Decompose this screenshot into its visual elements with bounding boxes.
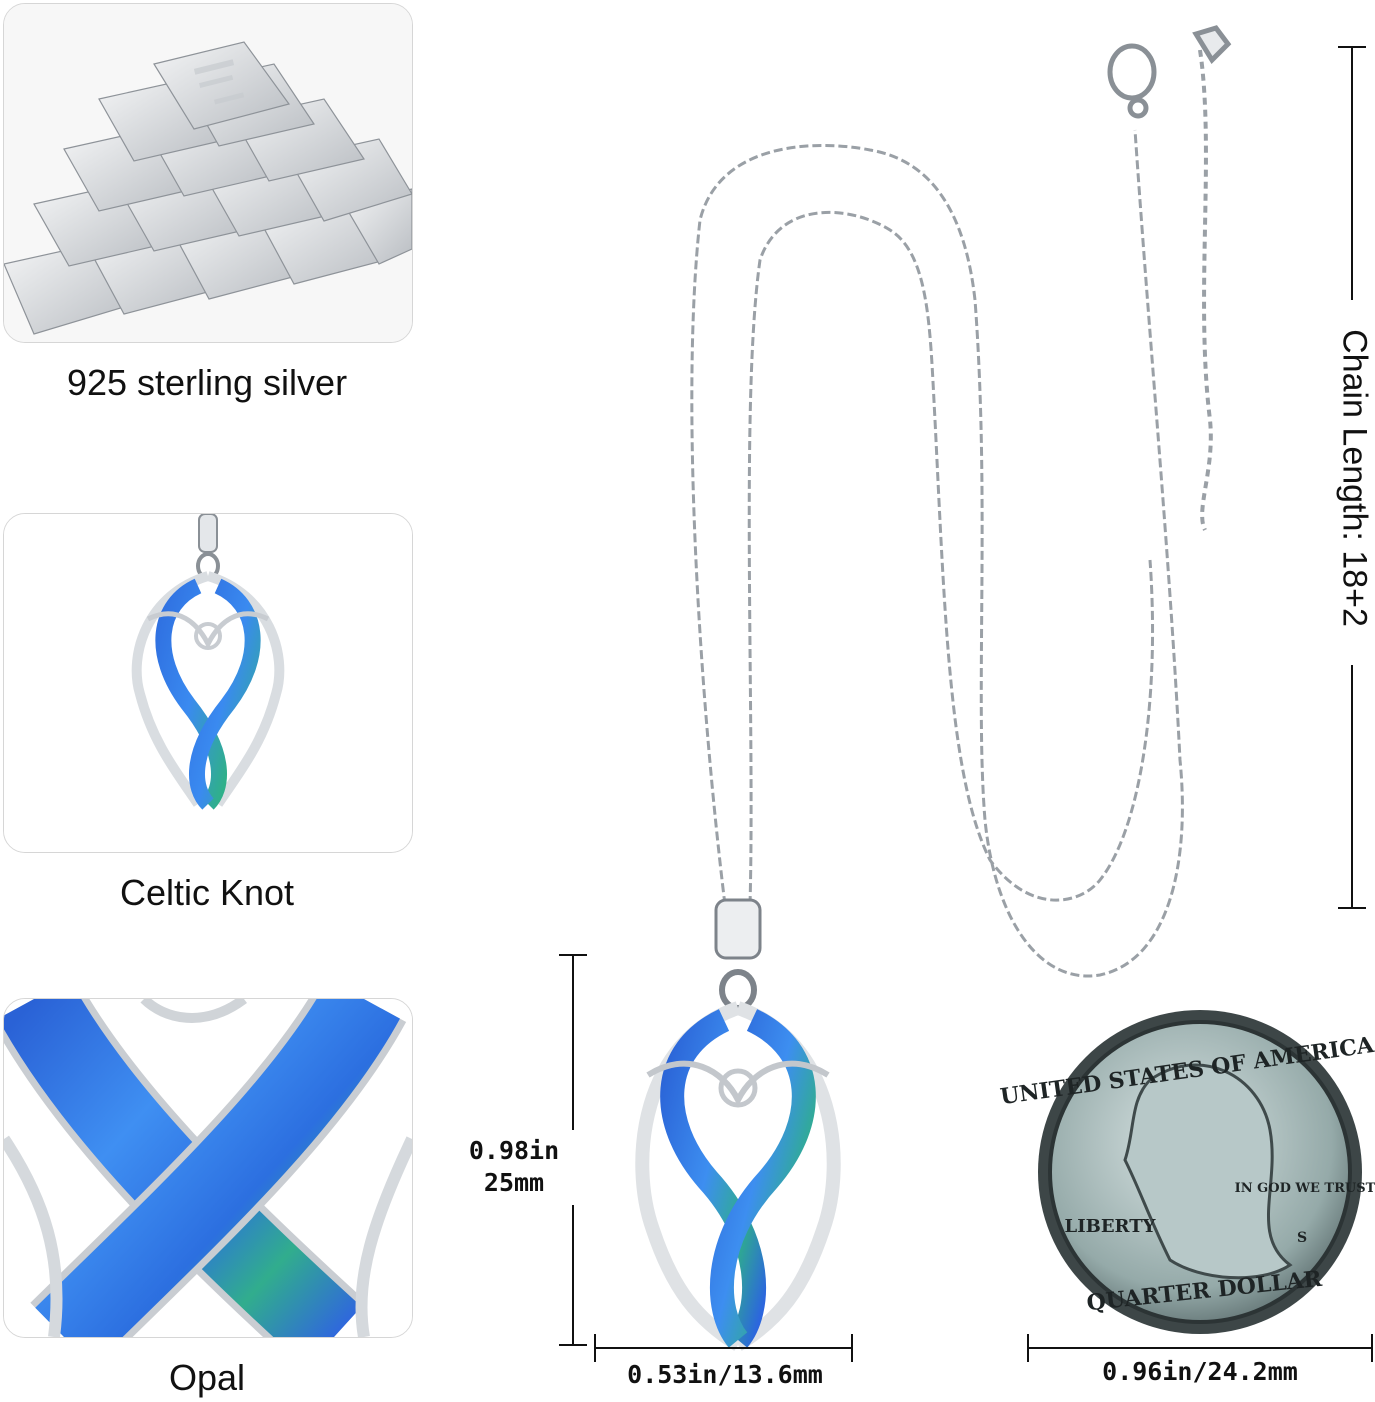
chain-length-label: Chain Length: 18+2	[1335, 329, 1374, 627]
silver-caption: 925 sterling silver	[66, 362, 348, 403]
clasp	[1107, 25, 1232, 119]
opal-closeup-illustration	[4, 999, 412, 1337]
pendant-height-in-label: 0.98in	[468, 1136, 560, 1165]
quarter-coin	[1038, 1010, 1362, 1334]
pendant-height-mm-label: 25mm	[483, 1168, 545, 1197]
opal-caption: Opal	[168, 1357, 246, 1398]
silver-bars-image	[3, 3, 413, 343]
celtic-knot-pendant-illustration	[4, 514, 412, 852]
small-pendant	[131, 514, 285, 810]
opal-ribbons	[4, 999, 412, 1337]
dimension-lines	[559, 46, 1373, 1362]
coin-motto: IN GOD WE TRUST	[1235, 1181, 1375, 1196]
coin-liberty: LIBERTY	[1065, 1216, 1157, 1237]
celtic-knot-caption: Celtic Knot	[119, 872, 295, 913]
opal-closeup-image	[3, 998, 413, 1338]
chain	[690, 49, 1213, 978]
coin-mint-mark: S	[1297, 1230, 1307, 1246]
pendant	[635, 898, 841, 1351]
bar-stack	[4, 41, 412, 335]
celtic-knot-image	[3, 513, 413, 853]
pendant-width-label: 0.53in/13.6mm	[627, 1360, 823, 1389]
silver-bars-illustration	[4, 4, 412, 342]
coin-width-label: 0.96in/24.2mm	[1102, 1357, 1298, 1386]
